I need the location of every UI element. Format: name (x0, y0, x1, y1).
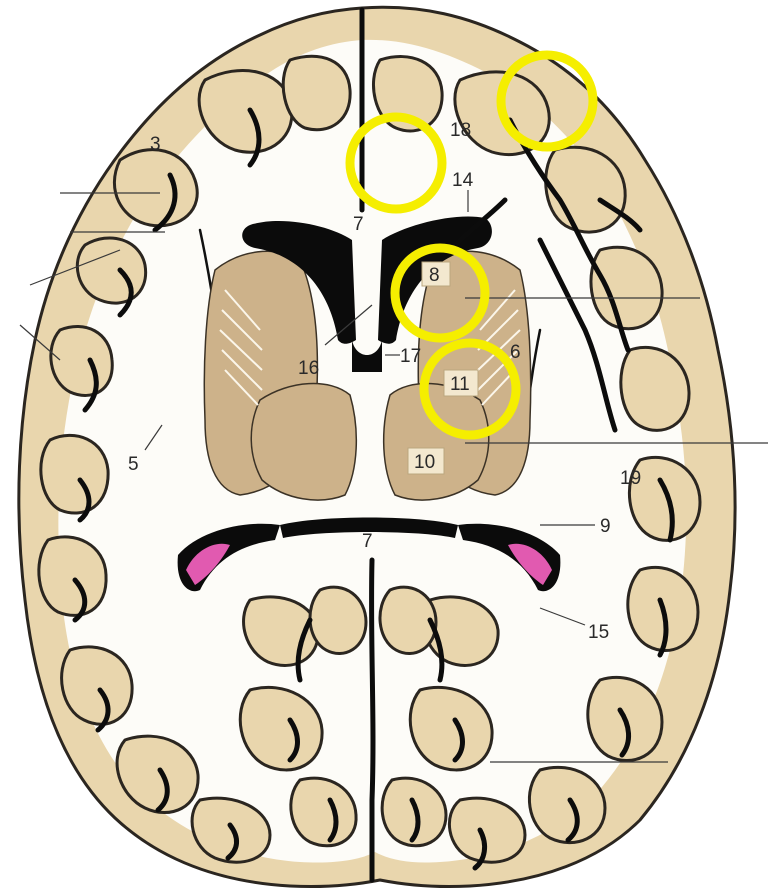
label-3: 3 (150, 134, 161, 155)
label-6: 6 (510, 342, 521, 363)
label-9: 9 (600, 516, 611, 537)
label-10: 10 (414, 452, 435, 473)
label-7-anterior: 7 (353, 214, 364, 235)
label-8: 8 (429, 265, 440, 286)
label-16: 16 (298, 358, 319, 379)
label-19: 19 (620, 468, 641, 489)
label-17: 17 (400, 346, 421, 367)
label-5: 5 (128, 454, 139, 475)
label-11: 11 (450, 374, 470, 395)
label-7-posterior: 7 (362, 531, 373, 552)
label-18: 18 (450, 120, 471, 141)
label-15: 15 (588, 622, 609, 643)
label-14: 14 (452, 170, 474, 191)
